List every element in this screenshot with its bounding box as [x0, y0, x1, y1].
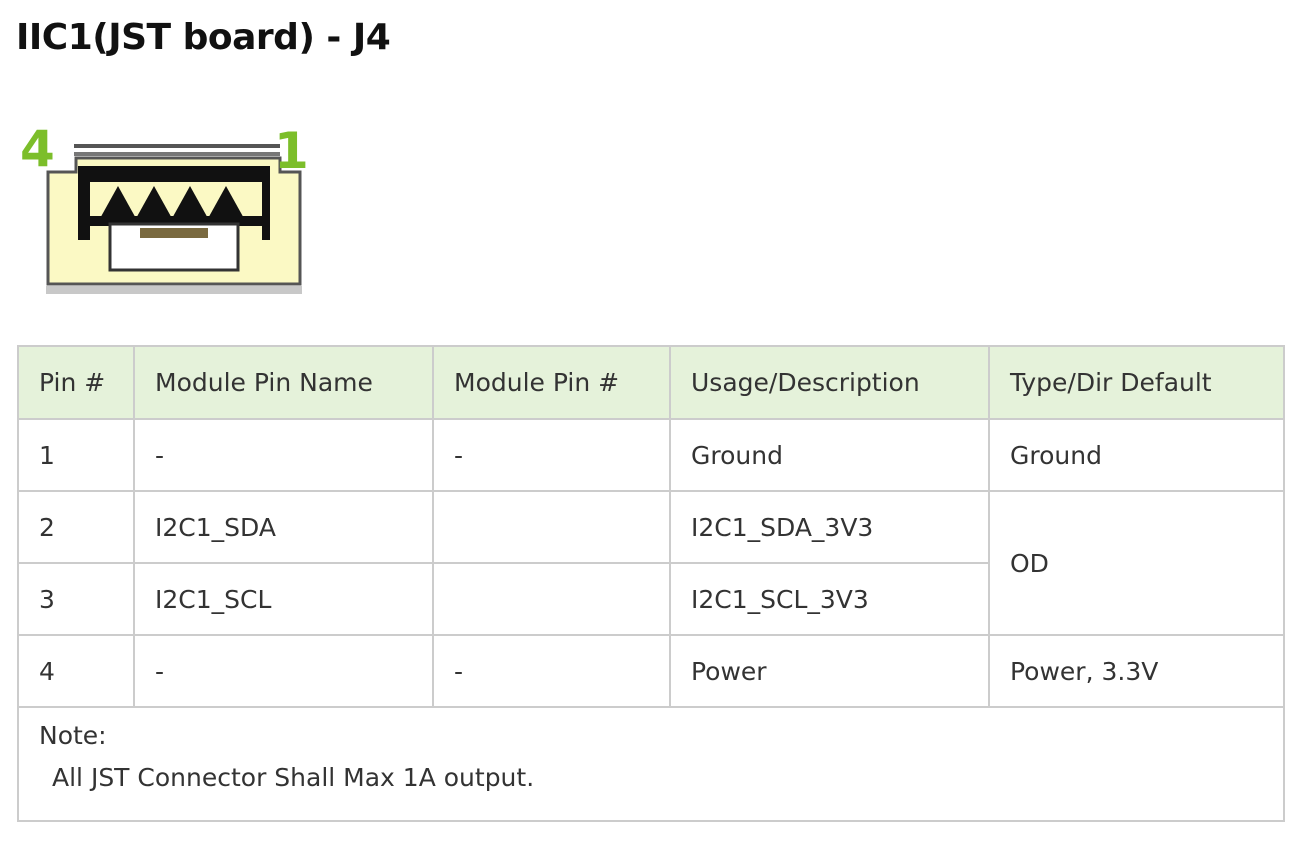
cell-type-merged: OD [988, 490, 1285, 636]
cell-module-pin-num: - [432, 634, 671, 708]
cell-module-pin-num: - [432, 418, 671, 492]
connector-pin [134, 186, 174, 222]
connector-label-pin-1: 1 [274, 122, 308, 180]
cell-type: Power, 3.3V [988, 634, 1285, 708]
cell-module-pin-name: - [133, 634, 434, 708]
table-row: 4 - - Power Power, 3.3V [17, 634, 1285, 708]
table-row: 2 I2C1_SDA I2C1_SDA_3V3 OD [17, 490, 1285, 636]
note-row: Note: All JST Connector Shall Max 1A out… [17, 706, 1285, 822]
cell-usage: Power [669, 634, 990, 708]
connector-pin [206, 186, 246, 222]
cell-module-pin-name: I2C1_SCL [133, 562, 434, 636]
cell-pin: 1 [17, 418, 135, 492]
cell-module-pin-num [432, 490, 671, 564]
cell-pin: 3 [17, 562, 135, 636]
cell-module-pin-name: I2C1_SDA [133, 490, 434, 564]
pin-table: Pin # Module Pin Name Module Pin # Usage… [17, 345, 1285, 822]
cell-pin: 2 [17, 490, 135, 564]
cell-pin: 4 [17, 634, 135, 708]
table-row: 1 - - Ground Ground [17, 418, 1285, 492]
table-row: 3 I2C1_SCL I2C1_SCL_3V3 [17, 562, 1284, 636]
connector-pin [98, 186, 138, 222]
connector-pin-base [90, 216, 262, 226]
connector-pins [90, 186, 262, 226]
header-pin-num: Pin # [17, 345, 135, 420]
header-module-pin-num: Module Pin # [432, 345, 671, 420]
jst-connector-diagram: 4 1 [20, 120, 308, 294]
connector-latch-tab [140, 228, 208, 238]
table-header-row: Pin # Module Pin Name Module Pin # Usage… [17, 345, 1285, 420]
header-module-pin-name: Module Pin Name [133, 345, 434, 420]
connector-inner-outline [78, 166, 270, 240]
cell-type: Ground [988, 418, 1285, 492]
connector-shadow [46, 286, 302, 294]
connector-top-line [74, 152, 280, 156]
note-text: All JST Connector Shall Max 1A output. [52, 763, 535, 792]
cell-usage: Ground [669, 418, 990, 492]
cell-usage: I2C1_SCL_3V3 [669, 562, 990, 636]
page-title: IIC1(JST board) - J4 [16, 17, 391, 58]
note-label: Note: [39, 721, 107, 750]
note-cell: Note: All JST Connector Shall Max 1A out… [17, 706, 1285, 822]
connector-pin [170, 186, 210, 222]
cell-module-pin-name: - [133, 418, 434, 492]
cell-usage: I2C1_SDA_3V3 [669, 490, 990, 564]
connector-label-pin-4: 4 [20, 120, 55, 178]
header-type-dir-default: Type/Dir Default [988, 345, 1285, 420]
connector-top-line [74, 144, 280, 148]
header-usage-description: Usage/Description [669, 345, 990, 420]
cell-module-pin-num [432, 562, 671, 636]
